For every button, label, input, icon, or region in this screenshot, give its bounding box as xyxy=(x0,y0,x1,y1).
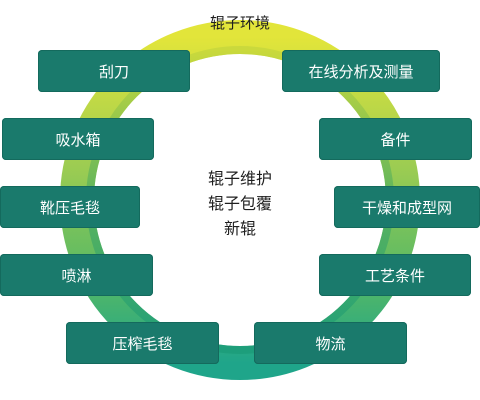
center-line: 辊子维护 xyxy=(207,169,272,188)
box-logistics: 物流 xyxy=(254,322,407,364)
center-topics: 辊子维护 辊子包覆 新辊 xyxy=(170,166,310,241)
center-line: 新辊 xyxy=(223,219,256,238)
box-press-felt: 压榨毛毯 xyxy=(66,322,219,364)
box-suction-box: 吸水箱 xyxy=(2,118,154,160)
box-shower: 喷淋 xyxy=(0,254,153,296)
center-line: 辊子包覆 xyxy=(207,194,272,213)
box-shoe-press-felt: 靴压毛毯 xyxy=(0,186,140,228)
diagram-title: 辊子环境 xyxy=(209,14,270,32)
box-process-conditions: 工艺条件 xyxy=(319,254,471,296)
box-online-analysis: 在线分析及测量 xyxy=(282,50,440,92)
box-spare-parts: 备件 xyxy=(319,118,472,160)
box-dryer-forming-fabric: 干燥和成型网 xyxy=(334,186,480,228)
box-scraper: 刮刀 xyxy=(38,50,190,92)
